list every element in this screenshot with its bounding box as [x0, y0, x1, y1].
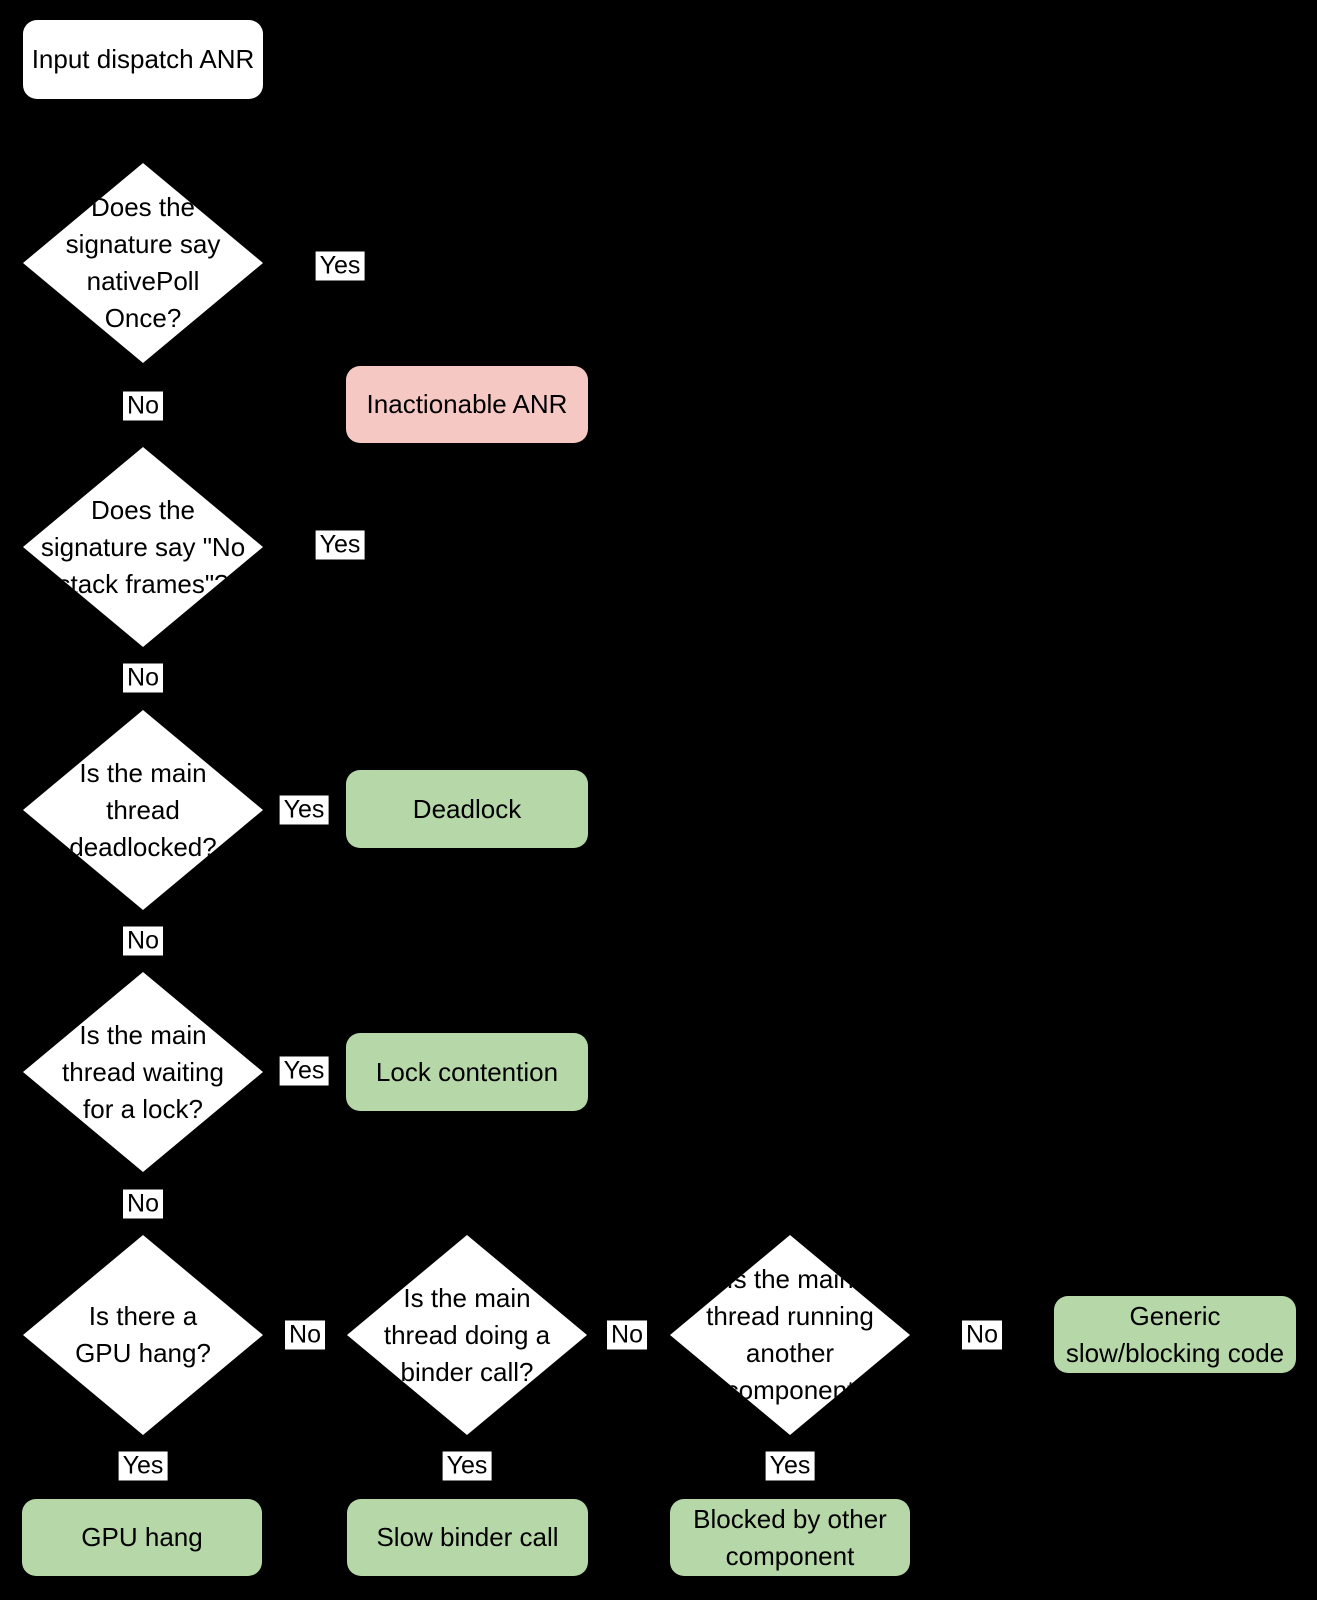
edge-label-gpu-hang-yes: Yes [118, 1451, 168, 1481]
edge-label-waiting-lock-no: No [123, 1189, 163, 1219]
result-gpu-hang: GPU hang [22, 1499, 262, 1576]
edge-label-waiting-lock-yes: Yes [279, 1056, 329, 1086]
edge-label-native-poll-yes: Yes [315, 251, 365, 281]
edge-label-deadlocked-no: No [123, 926, 163, 956]
decision-main-thread-deadlocked: Is the main thread deadlocked? [23, 710, 263, 910]
decision-no-stack-frames: Does the signature say "No stack frames"… [23, 447, 263, 647]
start-node-input-dispatch-anr: Input dispatch ANR [23, 20, 263, 99]
result-lock-contention: Lock contention [346, 1033, 588, 1111]
edge-label-other-component-no: No [962, 1320, 1002, 1350]
decision-binder-call: Is the main thread doing a binder call? [347, 1235, 587, 1435]
edge-label-no-stack-frames-yes: Yes [315, 530, 365, 560]
edge-label-other-component-yes: Yes [765, 1451, 815, 1481]
edge-label-deadlocked-yes: Yes [279, 795, 329, 825]
edge-label-native-poll-no: No [123, 391, 163, 421]
result-slow-binder-call: Slow binder call [347, 1499, 588, 1576]
result-generic-slow-blocking-code: Generic slow/blocking code [1054, 1296, 1296, 1373]
result-blocked-by-other-component: Blocked by other component [670, 1499, 910, 1576]
decision-native-poll-once: Does the signature say nativePoll Once? [23, 163, 263, 363]
edge-label-no-stack-frames-no: No [123, 663, 163, 693]
result-deadlock: Deadlock [346, 770, 588, 848]
decision-main-thread-waiting-lock: Is the main thread waiting for a lock? [23, 972, 263, 1172]
result-inactionable-anr: Inactionable ANR [346, 366, 588, 443]
edge-label-binder-call-no: No [607, 1320, 647, 1350]
edge-label-binder-call-yes: Yes [442, 1451, 492, 1481]
decision-running-another-component: Is the main thread running another compo… [670, 1235, 910, 1435]
edge-label-gpu-hang-no: No [285, 1320, 325, 1350]
decision-gpu-hang: Is there a GPU hang? [23, 1235, 263, 1435]
